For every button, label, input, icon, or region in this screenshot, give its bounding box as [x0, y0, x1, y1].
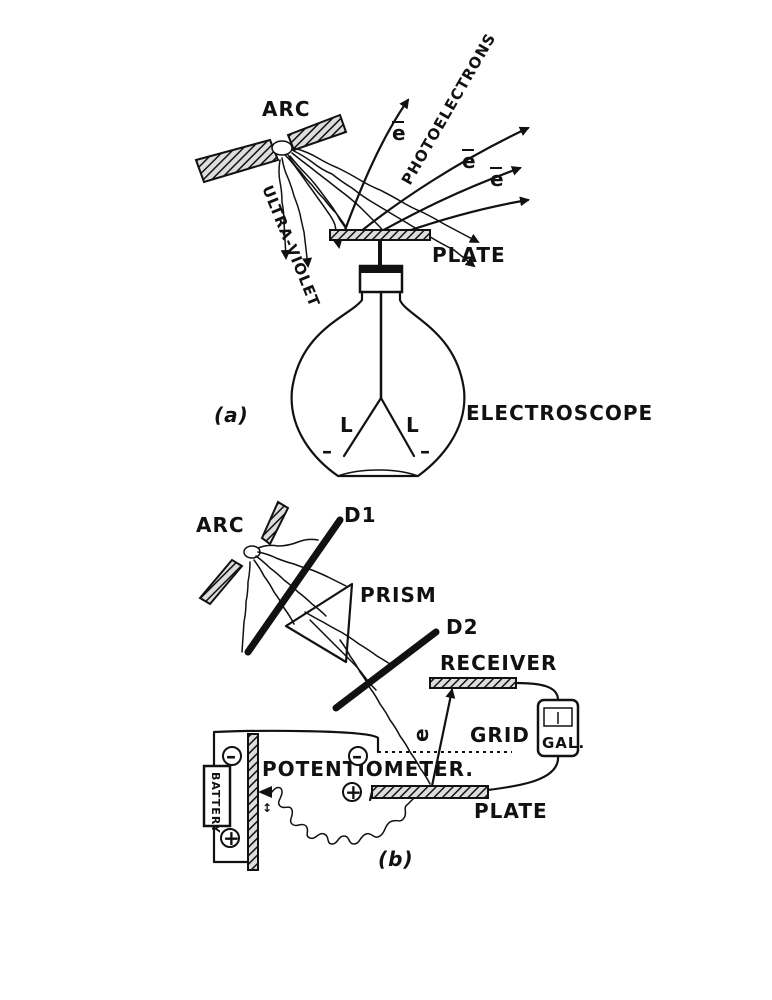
potentiometer-coil	[271, 786, 415, 845]
potentiometer-label: POTENTIOMETER.	[262, 757, 474, 781]
electron-arrows-a	[343, 98, 530, 234]
battery-label: BATTERY	[209, 772, 222, 834]
plate-label-b: PLATE	[474, 799, 548, 823]
prism	[284, 582, 354, 664]
electron-label-a3: e	[490, 167, 505, 191]
photoelectrons-label: PHOTOELECTRONS	[398, 30, 500, 188]
battery	[202, 764, 232, 828]
leaf-right	[379, 396, 416, 458]
electron-label-a1: e	[392, 121, 407, 145]
plate-plus-sign: +	[345, 780, 363, 804]
d2-label: D2	[446, 615, 479, 639]
leaf-left	[342, 396, 383, 458]
arc-a	[194, 113, 348, 184]
arc-label-a: ARC	[262, 97, 311, 121]
potentiometer-bar	[247, 733, 259, 871]
battery-minus-sign: –	[226, 744, 237, 768]
galvanometer-label: GAL.	[542, 734, 585, 752]
d1-label: D1	[344, 503, 377, 527]
electron-label-b: e	[409, 727, 433, 742]
caption-a: (a)	[214, 403, 249, 427]
electron-arrow-b	[430, 688, 456, 788]
minus-sign-right: –	[420, 439, 431, 463]
grid-minus-sign: –	[352, 744, 363, 768]
figure-a: ARC e e e PHOTOELECTRONS ULTRA-VIOLET	[194, 30, 653, 478]
electroscope-label: ELECTROSCOPE	[466, 401, 653, 425]
figure-b: ARC D1 PRISM D2 RECEIVER e GRID	[196, 500, 585, 871]
uv-rays-a	[278, 147, 480, 268]
minus-sign-left: –	[322, 439, 333, 463]
plate-label-a: PLATE	[432, 243, 506, 267]
plate-a	[329, 229, 431, 241]
svg-text:↕: ↕	[262, 801, 273, 815]
grid-label: GRID	[470, 723, 530, 747]
electroscope-bulb	[290, 290, 466, 478]
receiver-label: RECEIVER	[440, 651, 557, 675]
battery-plus-sign: +	[223, 826, 241, 850]
leaf-label-left: L	[340, 413, 354, 437]
diaphragm-d1-upper	[244, 516, 344, 656]
potentiometer-slider	[258, 786, 272, 798]
prism-label: PRISM	[360, 583, 437, 607]
plate-b	[371, 785, 489, 799]
arc-label-b: ARC	[196, 513, 245, 537]
arc-b	[198, 500, 290, 606]
ultraviolet-label: ULTRA-VIOLET	[258, 183, 323, 310]
electron-label-a2: e	[462, 149, 477, 173]
caption-b: (b)	[378, 847, 414, 871]
receiver	[429, 677, 517, 689]
diaphragm-d2	[332, 628, 440, 712]
leaf-label-right: L	[406, 413, 420, 437]
